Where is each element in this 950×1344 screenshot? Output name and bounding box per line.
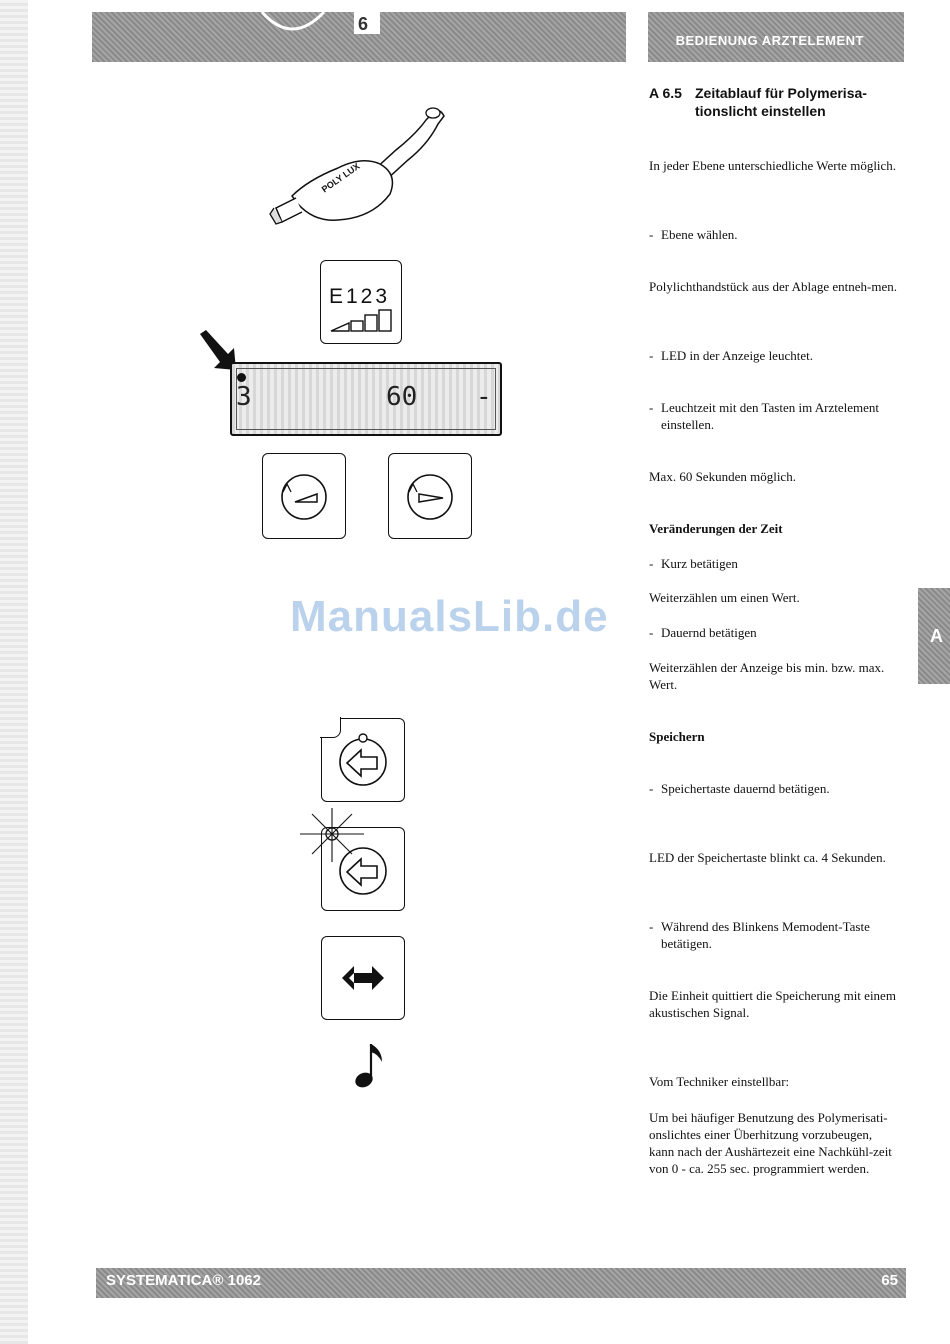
- level-select-key[interactable]: E123: [320, 260, 402, 344]
- memodent-icon: [342, 966, 384, 990]
- header-band-right: Bedienung Arztelement: [648, 12, 904, 62]
- chapter-tab-label: A: [930, 626, 943, 646]
- polylux-handpiece-illustration: POLY LUX: [269, 107, 445, 225]
- paragraph: Polylichthandstück aus der Ablage entneh…: [649, 279, 898, 294]
- page-number: 65: [881, 1272, 898, 1289]
- footer-band: SYSTEMATICA® 1062 65: [96, 1268, 906, 1298]
- memory-arrow-icon: [339, 733, 387, 786]
- bullet-item: Leuchtzeit mit den Tasten im Arztelement…: [649, 399, 911, 433]
- paragraph: Die Einheit quittiert die Speicherung mi…: [649, 988, 896, 1020]
- section-title-line1: Zeitablauf für Polymerisa-: [695, 85, 867, 101]
- bullet-item: Ebene wählen.: [649, 226, 911, 243]
- paragraph: Weiterzählen um einen Wert.: [649, 590, 800, 605]
- footer-brand: SYSTEMATICA® 1062: [106, 1272, 261, 1289]
- arrow-pointer-icon: [200, 330, 236, 370]
- memory-key-led-corner: [320, 717, 341, 738]
- section-title-line2: tionslicht einstellen: [695, 103, 826, 119]
- note-icon: [355, 1044, 382, 1088]
- blinking-led-rays-icon: [300, 808, 364, 862]
- increase-icon: [407, 474, 453, 520]
- lcd-display: 3 60 -: [230, 362, 502, 436]
- paragraph: Um bei häufiger Benutzung des Polymerisa…: [649, 1110, 892, 1176]
- watermark: ManualsLib.de: [290, 592, 609, 641]
- led-indicator: [237, 373, 246, 382]
- lcd-level-digit: 3: [236, 382, 252, 412]
- memodent-key[interactable]: [321, 936, 405, 1020]
- bullet-item: Dauernd betätigen: [649, 624, 911, 641]
- bullet-item: Speichertaste dauernd betätigen.: [649, 780, 911, 797]
- svg-text:6: 6: [358, 14, 368, 34]
- bullet-item: Kurz betätigen: [649, 555, 911, 572]
- memory-key-blinking[interactable]: [321, 827, 405, 911]
- decrease-time-key[interactable]: [262, 453, 346, 539]
- paragraph: Max. 60 Sekunden möglich.: [649, 469, 796, 484]
- chapter-tab: A: [918, 588, 950, 684]
- header-band-left: 6: [92, 12, 626, 62]
- paragraph: LED der Speichertaste blinkt ca. 4 Sekun…: [649, 850, 886, 865]
- header-ring-icon: 6: [260, 12, 380, 34]
- memory-arrow-icon: [339, 847, 387, 895]
- memory-key[interactable]: [320, 717, 405, 802]
- paragraph: Vom Techniker einstellbar:: [649, 1074, 790, 1089]
- level-bars-icon: [330, 309, 392, 332]
- lcd-frame: [236, 368, 496, 430]
- bullet-item: Während des Blinkens Memodent-Taste betä…: [649, 918, 911, 952]
- scan-edge: [0, 0, 28, 1344]
- lcd-time-value: 60: [386, 382, 418, 412]
- header-title: Bedienung Arztelement: [675, 33, 864, 48]
- decrease-icon: [281, 474, 327, 520]
- increase-time-key[interactable]: [388, 453, 472, 539]
- bullet-item: LED in der Anzeige leuchtet.: [649, 347, 911, 364]
- paragraph: In jeder Ebene unterschiedliche Werte mö…: [649, 158, 897, 173]
- section-number: A 6.5: [649, 85, 682, 101]
- subheading: Veränderungen der Zeit: [649, 521, 783, 536]
- subheading: Speichern: [649, 729, 705, 744]
- paragraph: Weiterzählen der Anzeige bis min. bzw. m…: [649, 660, 885, 692]
- lcd-right-symbol: -: [476, 382, 492, 412]
- level-key-label: E123: [329, 285, 391, 308]
